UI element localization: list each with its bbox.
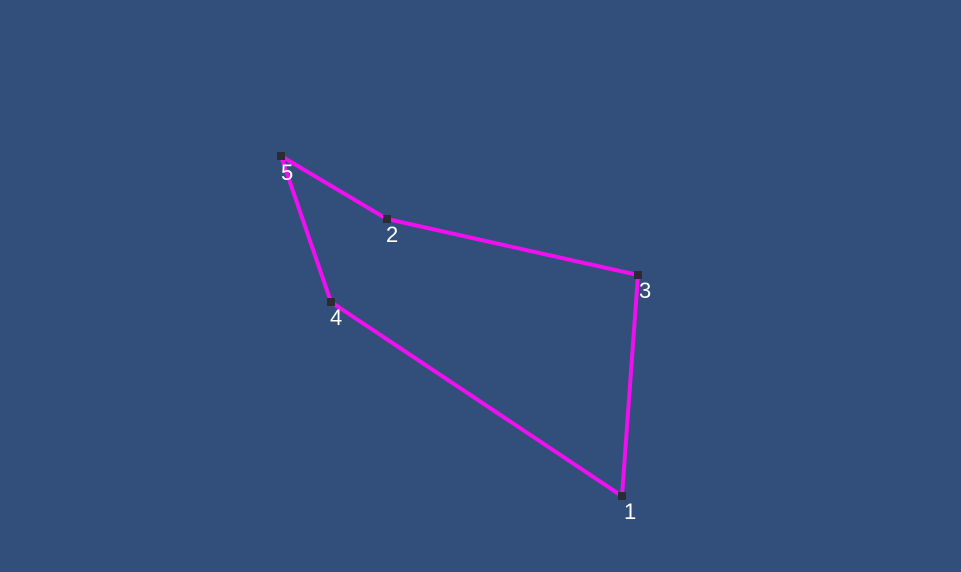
vertex-label-4: 4 <box>330 305 342 330</box>
vertex-handle-4[interactable] <box>327 298 335 306</box>
vertex-handle-1[interactable] <box>618 492 626 500</box>
vertex-label-2: 2 <box>386 222 398 247</box>
vertex-label-1: 1 <box>624 499 636 524</box>
vertex-handle-5[interactable] <box>277 152 285 160</box>
vertex-handle-2[interactable] <box>383 215 391 223</box>
vertex-label-3: 3 <box>639 278 651 303</box>
vertex-label-5: 5 <box>281 160 293 185</box>
vertex-handle-3[interactable] <box>634 271 642 279</box>
polygon-outline <box>277 151 641 500</box>
